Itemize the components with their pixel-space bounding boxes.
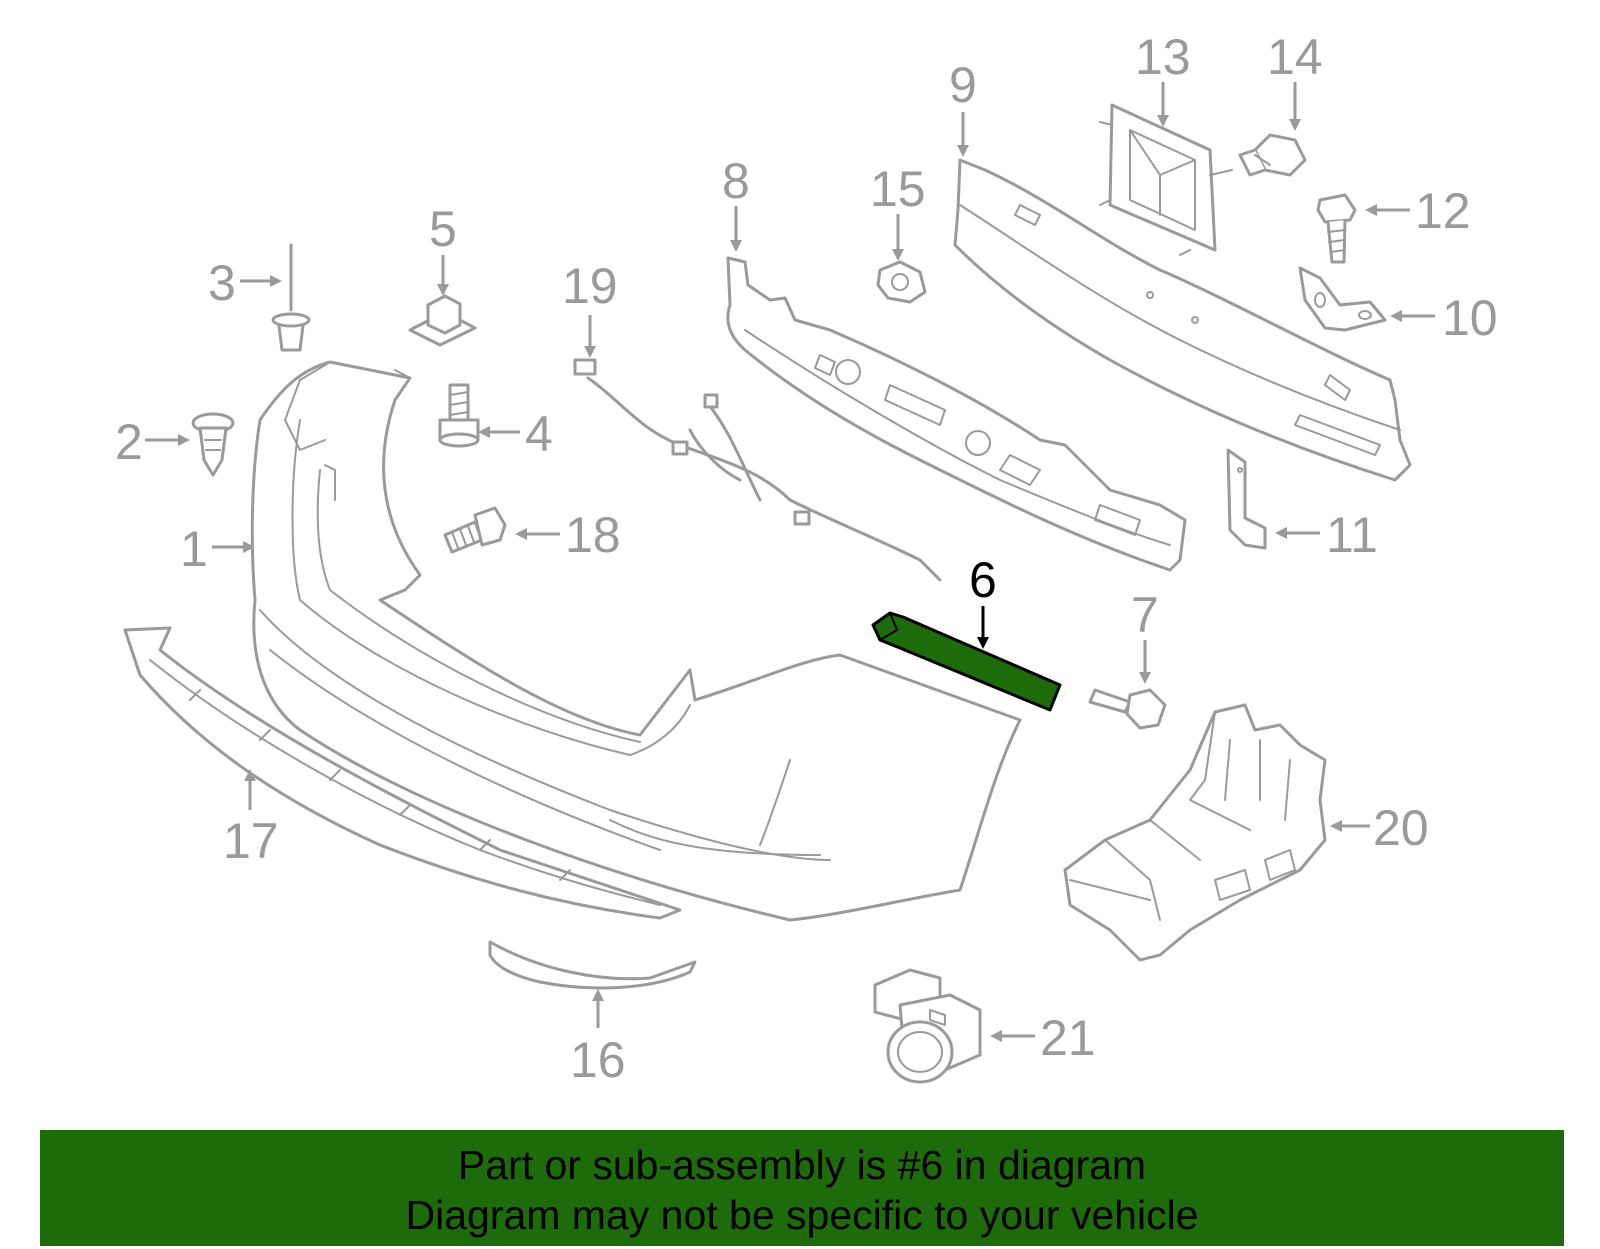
callout-10: 10 [1442, 290, 1498, 346]
part-17-lower-valance [123, 626, 682, 920]
callout-9: 9 [949, 57, 977, 113]
part-2-push-pin [191, 412, 235, 477]
callout-17: 17 [223, 813, 279, 869]
part-13-bracket-plate [1099, 103, 1233, 256]
arrow-8 [730, 206, 742, 252]
arrow-15 [892, 214, 904, 261]
arrow-4 [478, 426, 520, 438]
arrow-21 [990, 1030, 1035, 1042]
part-3-pin [271, 243, 311, 352]
callout-4: 4 [525, 406, 553, 462]
callout-8: 8 [722, 153, 750, 209]
callout-18: 18 [565, 507, 621, 563]
arrow-10 [1390, 310, 1435, 322]
callout-11: 11 [1326, 507, 1378, 563]
callout-13: 13 [1135, 29, 1191, 85]
part-16-trim-strip [488, 940, 697, 990]
banner-line-part: Part or sub-assembly is #6 in diagram [457, 1142, 1147, 1188]
arrow-19 [584, 315, 596, 358]
callout-5: 5 [429, 201, 457, 257]
part-9-reinforcement-beam [953, 158, 1412, 482]
arrow-6 [977, 606, 989, 649]
part-15-nut [876, 260, 927, 304]
arrow-18 [515, 528, 560, 540]
callout-2: 2 [115, 414, 143, 470]
callout-20: 20 [1373, 800, 1429, 856]
callout-1: 1 [180, 521, 208, 577]
arrow-3 [240, 275, 282, 287]
callout-15: 15 [870, 161, 926, 217]
part-21-parking-sensor [873, 968, 982, 1084]
part-11-bracket [1226, 448, 1267, 550]
arrow-9 [957, 112, 969, 157]
callout-7: 7 [1131, 587, 1159, 643]
banner-line-disclaimer: Diagram may not be specific to your vehi… [405, 1192, 1199, 1238]
part-4-bolt [438, 383, 480, 448]
arrow-16 [592, 989, 604, 1028]
callout-3: 3 [208, 255, 236, 311]
callout-numbers: 1 2 3 4 5 6 7 8 9 10 11 12 13 14 15 16 1… [115, 29, 1498, 1088]
part-14-bolt [1238, 133, 1307, 177]
part-6-bracket-highlighted [871, 611, 1062, 712]
arrow-20 [1330, 820, 1370, 832]
info-banner: Part or sub-assembly is #6 in diagram Di… [40, 1130, 1564, 1246]
callout-12: 12 [1415, 183, 1471, 239]
part-7-bolt [1088, 688, 1167, 730]
arrow-2 [145, 434, 190, 446]
callout-6: 6 [969, 552, 997, 608]
arrow-5 [437, 255, 449, 296]
leader-arrows [145, 82, 1435, 1042]
part-8-energy-absorber [726, 256, 1187, 572]
arrow-7 [1139, 640, 1151, 684]
part-19-wiring-harness [573, 358, 942, 582]
callout-21: 21 [1040, 1010, 1096, 1066]
arrow-11 [1275, 527, 1320, 539]
callout-16: 16 [570, 1032, 626, 1088]
callout-19: 19 [562, 258, 618, 314]
parts-diagram: 1 2 3 4 5 6 7 8 9 10 11 12 13 14 15 16 1… [115, 29, 1498, 1088]
part-1-bumper-cover [250, 360, 1022, 922]
arrow-14 [1289, 82, 1301, 131]
part-5-clip-nut [408, 294, 477, 347]
arrow-13 [1157, 82, 1169, 127]
arrow-1 [212, 541, 255, 553]
part-12-bolt [1316, 193, 1357, 264]
part-18-bolt [443, 506, 507, 554]
arrow-12 [1365, 204, 1410, 216]
arrow-17 [244, 769, 256, 810]
callout-14: 14 [1267, 29, 1323, 85]
part-20-under-cover [1063, 703, 1327, 962]
part-10-bracket [1298, 266, 1387, 332]
